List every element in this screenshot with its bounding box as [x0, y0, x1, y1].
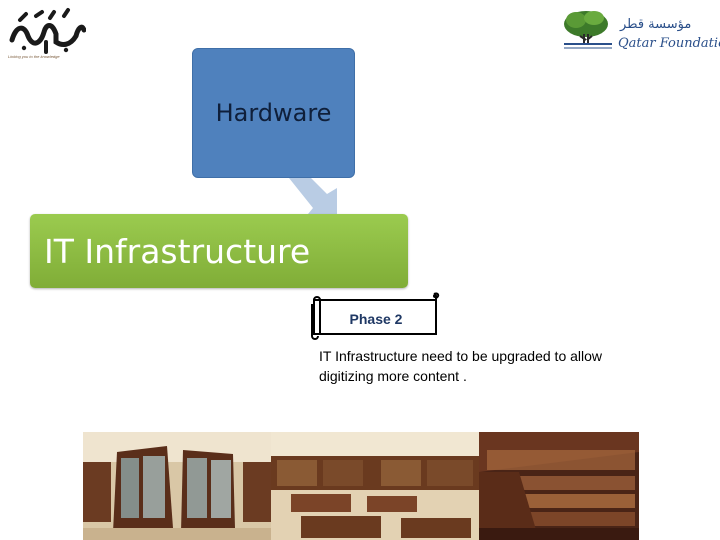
hardware-label: Hardware [215, 99, 332, 127]
hardware-box: Hardware [192, 48, 355, 178]
it-infrastructure-box: IT Infrastructure [30, 214, 408, 288]
phase-banner: Phase 2 [308, 290, 444, 340]
library-hall-photo [271, 432, 479, 540]
description-text: IT Infrastructure need to be upgraded to… [319, 348, 603, 384]
down-arrow-icon [289, 178, 337, 220]
brand-name: Qatar Foundation [618, 36, 720, 51]
it-infrastructure-label: IT Infrastructure [44, 231, 311, 271]
logo-tagline: Linking you to the knowledge [8, 54, 60, 59]
thaqafa-calligraphy-logo-icon [9, 8, 87, 54]
library-bookshelf-photo [479, 432, 639, 540]
library-photo-strip [83, 432, 639, 540]
phase-label: Phase 2 [349, 311, 403, 327]
qatar-foundation-logo: مؤسسة قطر Qatar Foundation [560, 6, 720, 56]
brand-arabic: مؤسسة قطر [619, 17, 691, 32]
tree-logo-icon: مؤسسة قطر [564, 11, 691, 49]
thaqafa-logo: Linking you to the knowledge [6, 6, 87, 59]
library-display-case-photo [83, 432, 271, 540]
scroll-banner-icon [311, 292, 440, 340]
